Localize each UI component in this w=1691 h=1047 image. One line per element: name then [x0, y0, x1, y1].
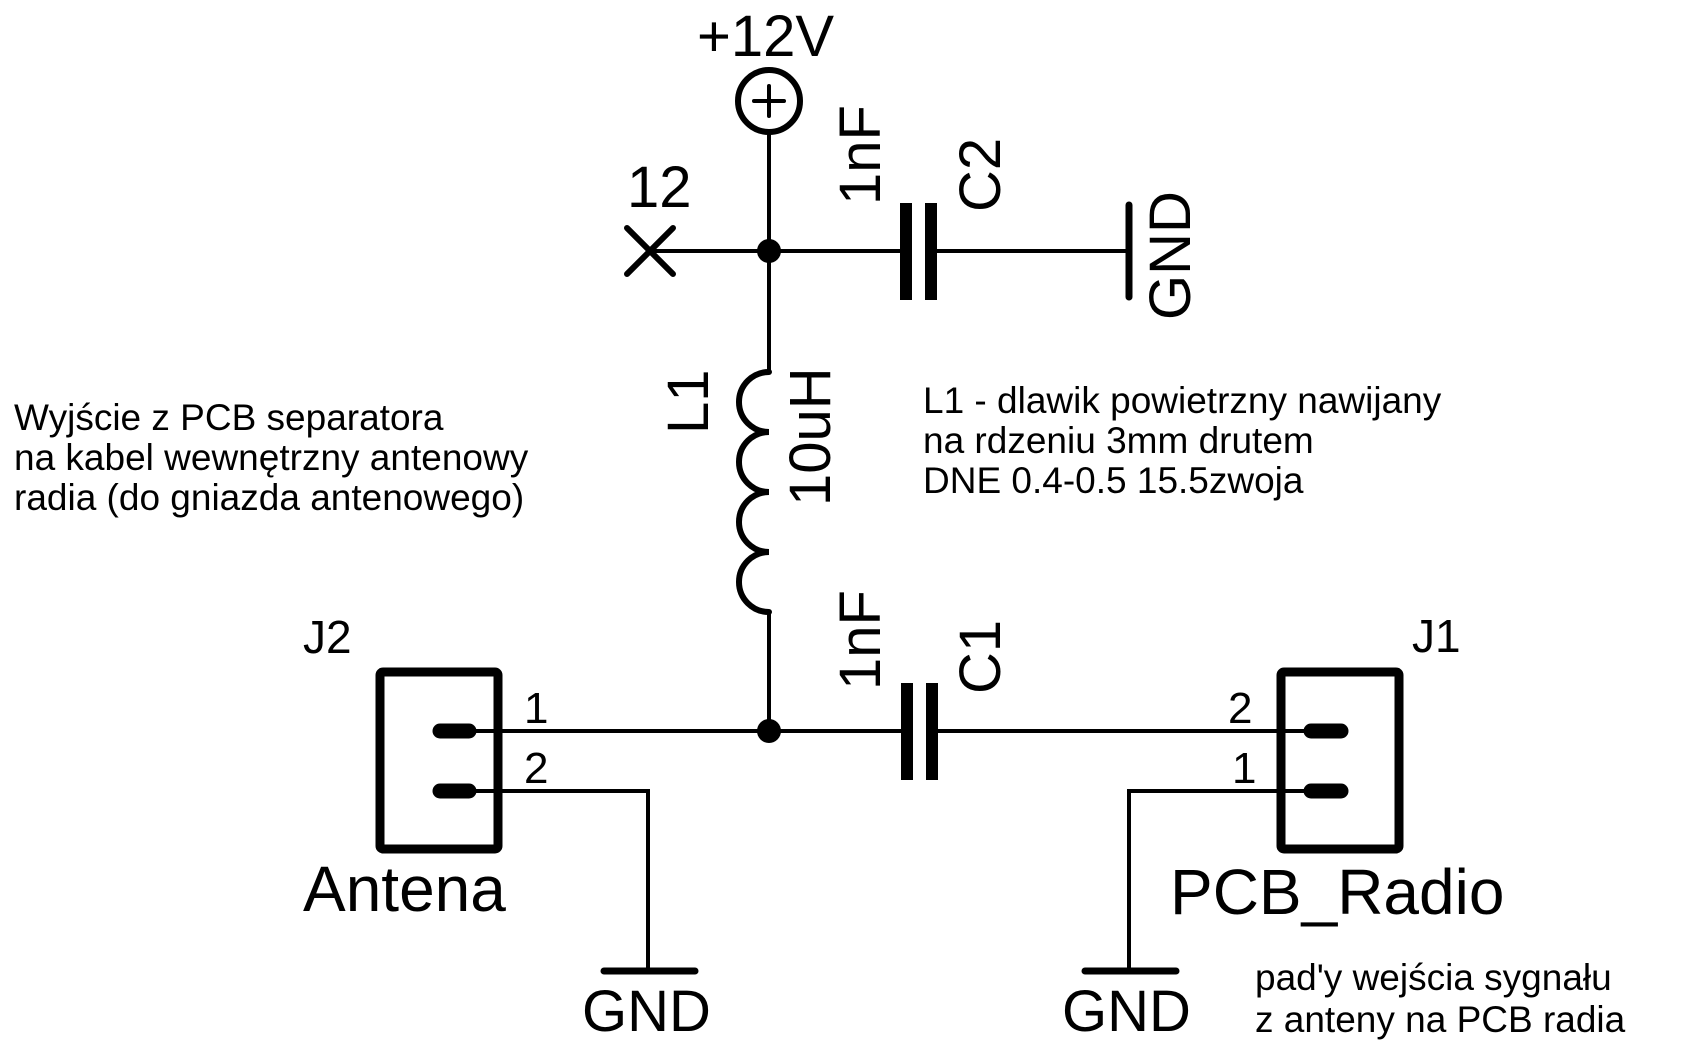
gnd-symbol-c2: GND [1125, 191, 1203, 320]
l1-value: 10uH [778, 367, 843, 506]
c1-plate-right [926, 683, 938, 780]
j1-pin-2-number: 2 [1228, 684, 1252, 733]
note-left: Wyjście z PCB separatora na kabel wewnęt… [14, 397, 529, 518]
note-left-line-2: na kabel wewnętrzny antenowy [14, 437, 529, 478]
note-pads: pad'y wejścia sygnału z anteny na PCB ra… [1255, 957, 1626, 1040]
note-pads-line-1: pad'y wejścia sygnału [1255, 957, 1612, 998]
gnd-symbol-j1: GND [1062, 967, 1191, 1044]
j1-name: PCB_Radio [1170, 856, 1504, 928]
note-inductor-line-2: na rdzeniu 3mm drutem [923, 420, 1314, 461]
inductor-l1: L1 10uH [656, 367, 843, 615]
j1-body [1276, 667, 1404, 854]
gnd-label-c2: GND [1138, 191, 1203, 320]
wire-j2-pin2-to-gnd [467, 789, 650, 973]
l1-ref: L1 [656, 369, 721, 434]
note-left-line-1: Wyjście z PCB separatora [14, 397, 444, 438]
c1-plate-left [901, 683, 913, 780]
capacitor-c2: 1nF C2 [828, 105, 1013, 300]
c2-value: 1nF [828, 105, 893, 205]
no-connect-label: 12 [627, 155, 692, 220]
inductor-coil-icon [736, 369, 772, 615]
connector-j1: J1 2 1 PCB_Radio [1170, 610, 1504, 928]
no-connect-12: 12 [624, 155, 692, 277]
wire-j1-pin1-to-gnd [1127, 789, 1312, 973]
note-pads-line-2: z anteny na PCB radia [1255, 999, 1626, 1040]
j1-ref: J1 [1412, 610, 1461, 662]
c1-value: 1nF [828, 590, 893, 690]
j1-pin-1-number: 1 [1232, 744, 1256, 793]
connector-j2: J2 1 2 Antena [303, 611, 548, 925]
c2-plate-left [900, 203, 912, 300]
j2-body [375, 667, 503, 854]
gnd-label-j2: GND [582, 979, 711, 1044]
note-inductor: L1 - dlawik powietrzny nawijany na rdzen… [923, 380, 1442, 501]
power-12v-symbol: +12V [697, 4, 834, 135]
c2-ref: C2 [948, 138, 1013, 212]
note-inductor-line-1: L1 - dlawik powietrzny nawijany [923, 380, 1442, 421]
note-left-line-3: radia (do gniazda antenowego) [14, 477, 524, 518]
gnd-label-j1: GND [1062, 979, 1191, 1044]
note-inductor-line-3: DNE 0.4-0.5 15.5zwoja [923, 460, 1304, 501]
j2-pin-1-number: 1 [524, 684, 548, 733]
c2-plate-right [925, 203, 937, 300]
j2-ref: J2 [303, 611, 352, 663]
power-label: +12V [697, 4, 834, 69]
gnd-symbol-j2: GND [582, 967, 711, 1044]
j2-pin-2-number: 2 [524, 744, 548, 793]
capacitor-c1: 1nF C1 [828, 590, 1013, 780]
c1-ref: C1 [948, 620, 1013, 694]
j2-name: Antena [303, 853, 506, 925]
